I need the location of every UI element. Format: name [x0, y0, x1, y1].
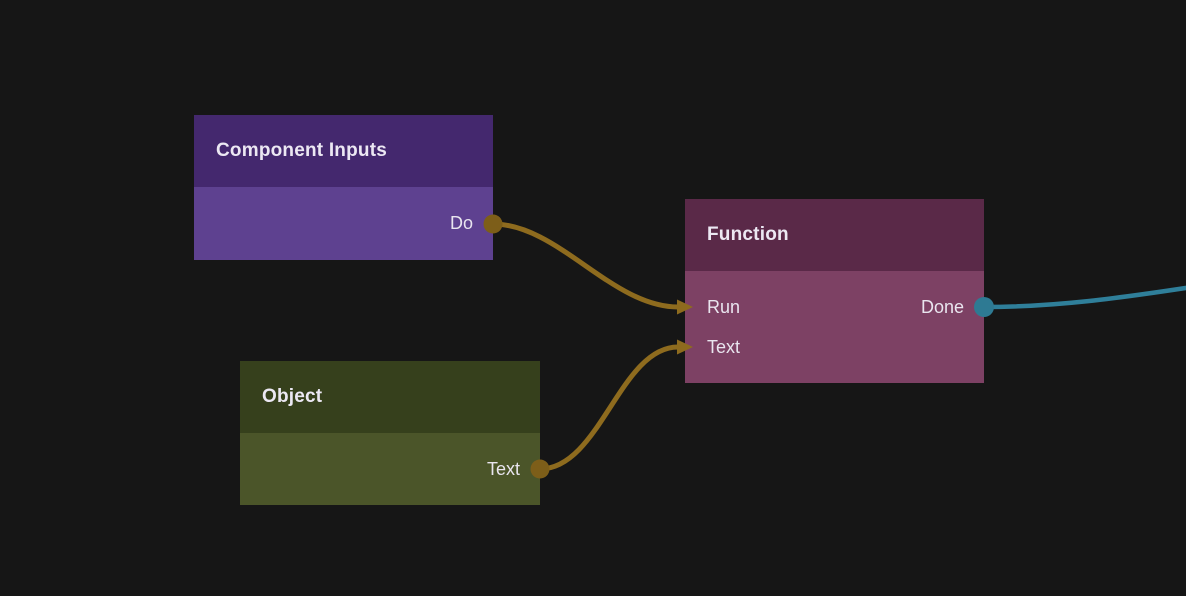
output-port-row-text[interactable]: Text [240, 433, 540, 505]
node-component-inputs-body: Do [194, 187, 493, 260]
input-port-row-text[interactable]: Text [685, 327, 984, 367]
output-port-pin-done[interactable] [974, 297, 994, 317]
output-port-row-do[interactable]: Do [194, 187, 493, 260]
output-port-pin-text[interactable] [530, 459, 550, 479]
input-port-label-run: Run [707, 296, 741, 317]
node-object[interactable]: Object Text [240, 361, 540, 505]
node-title: Component Inputs [216, 140, 388, 161]
node-object-header[interactable]: Object [240, 361, 540, 433]
edge-text-to-text[interactable] [537, 344, 681, 472]
node-title: Object [262, 386, 323, 407]
output-port-label-done: Done [920, 296, 964, 317]
node-function-body: Run Done Text [685, 271, 984, 383]
edge-text-to-text-arrowhead-icon[interactable] [677, 339, 693, 355]
output-port-label-text: Text [486, 458, 520, 479]
node-function[interactable]: Function Run Done Text [685, 199, 984, 383]
node-component-inputs-header[interactable]: Component Inputs [194, 115, 493, 187]
input-port-label-text: Text [707, 336, 741, 357]
node-function-header[interactable]: Function [685, 199, 984, 271]
node-title: Function [707, 224, 789, 245]
edge-done-offscreen[interactable] [981, 285, 1186, 310]
output-port-pin-do[interactable] [483, 214, 503, 234]
edge-do-to-run[interactable] [490, 221, 681, 310]
port-row-run-done[interactable]: Run Done [685, 287, 984, 327]
output-port-label-do: Do [449, 213, 473, 233]
edge-do-to-run-arrowhead-icon[interactable] [677, 299, 693, 315]
node-component-inputs[interactable]: Component Inputs Do [194, 115, 493, 260]
node-object-body: Text [240, 433, 540, 505]
